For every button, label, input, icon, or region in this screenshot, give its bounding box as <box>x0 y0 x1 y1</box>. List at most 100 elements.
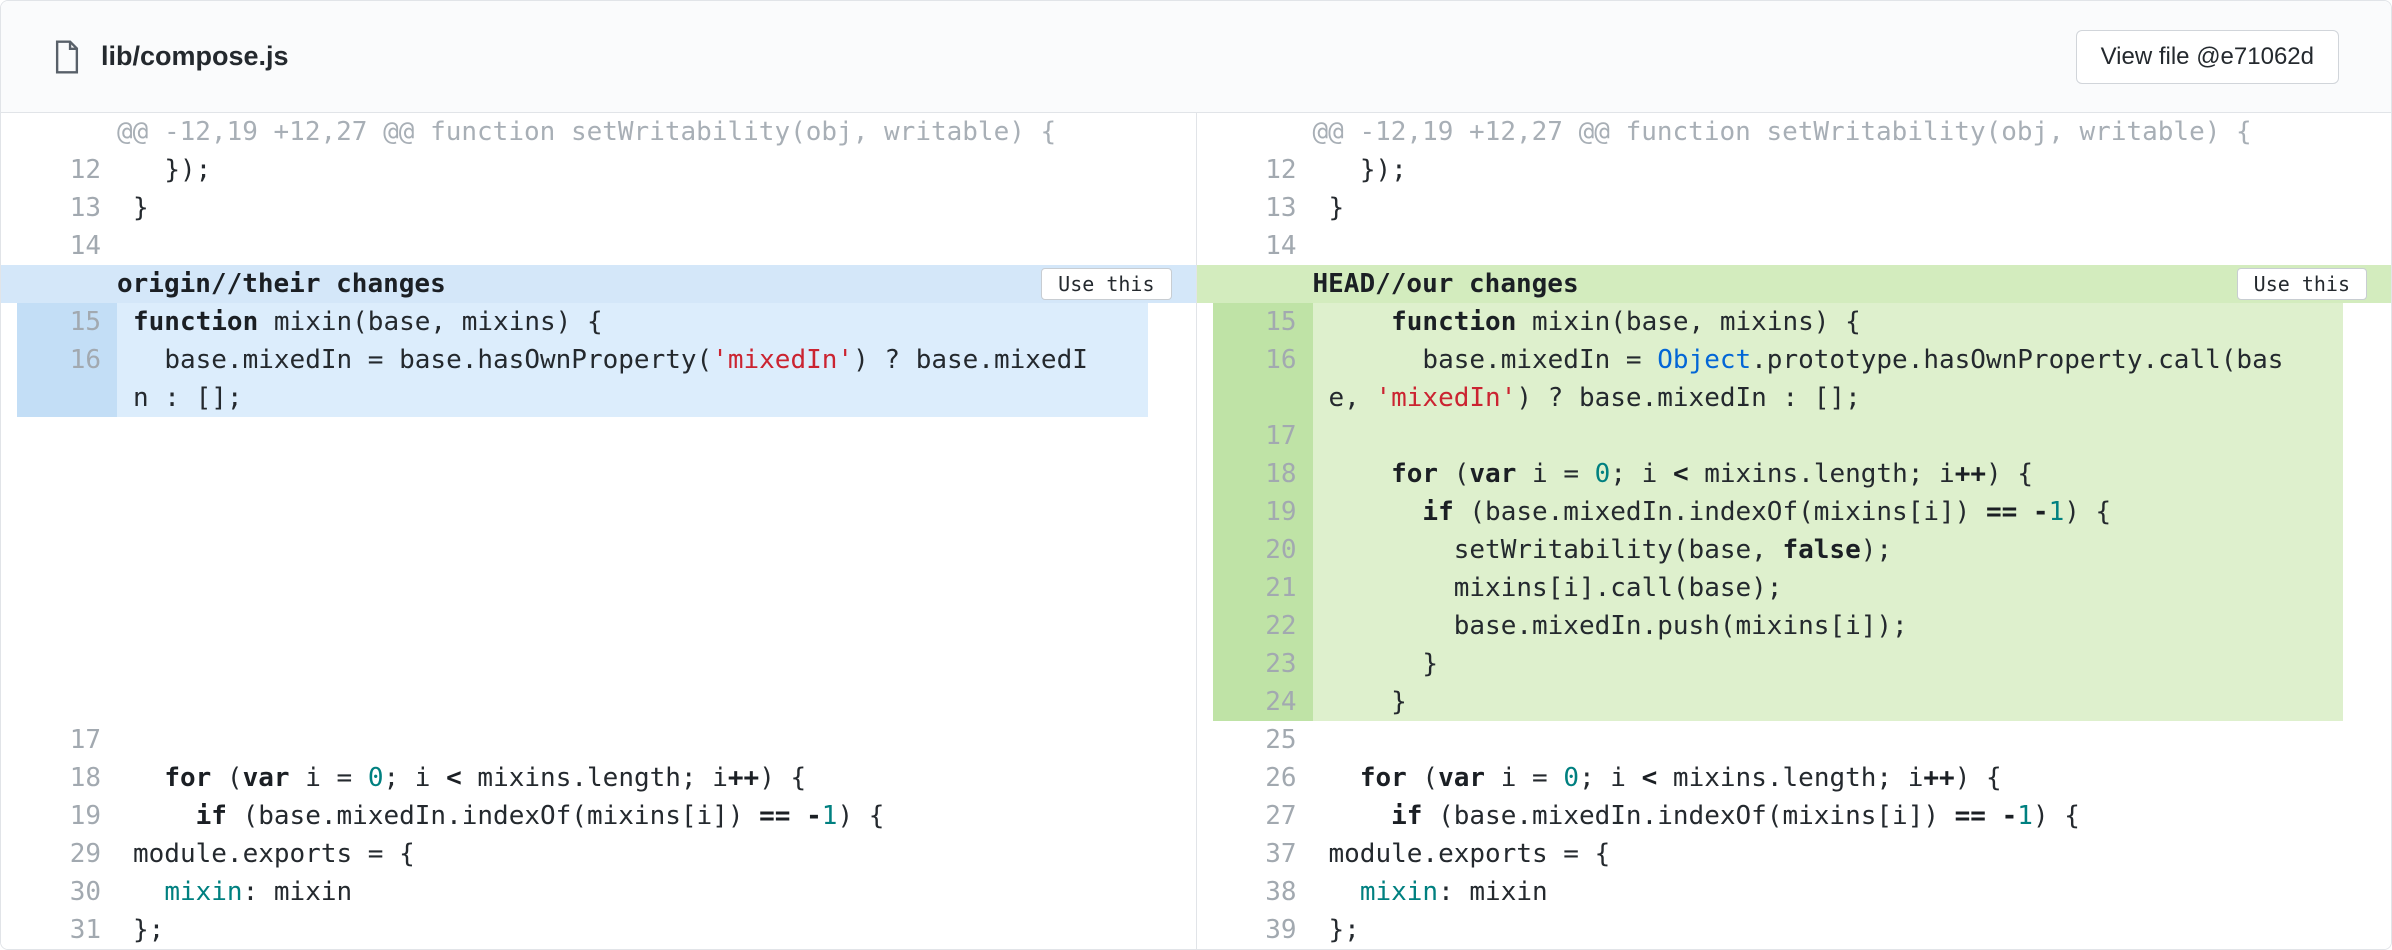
code-line: base.mixedIn.push(mixins[i]); <box>1312 607 2343 645</box>
line-number: 30 <box>69 877 101 907</box>
code-row: 12 }); <box>1 151 1196 189</box>
code-line <box>1313 721 2344 759</box>
code-line: if (base.mixedIn.indexOf(mixins[i]) == -… <box>1312 493 2343 531</box>
code-row: 16 base.mixedIn = Object.prototype.hasOw… <box>1197 341 2392 417</box>
code-line: base.mixedIn = base.hasOwnProperty('mixe… <box>117 341 1148 417</box>
code-line: } <box>1328 193 1345 223</box>
code-row: 31}; <box>1 911 1196 949</box>
line-number: 15 <box>17 303 117 341</box>
file-header: lib/compose.js View file @e71062d <box>1 1 2391 113</box>
code-line: } <box>1312 645 2343 683</box>
line-number: 14 <box>69 231 101 261</box>
code-row: 13} <box>1 189 1196 227</box>
alignment-spacer <box>1 417 1196 721</box>
line-number: 21 <box>1212 569 1313 607</box>
code-row: 21 mixins[i].call(base); <box>1197 569 2392 607</box>
code-row: 18 for (var i = 0; i < mixins.length; i+… <box>1 759 1196 797</box>
code-row: 14 <box>1 227 1196 265</box>
file-name: lib/compose.js <box>101 41 289 71</box>
code-row: 13} <box>1197 189 2392 227</box>
code-line: module.exports = { <box>133 839 415 869</box>
code-line: mixin: mixin <box>164 877 353 907</box>
conflict-banner: origin//their changes Use this <box>1 265 1196 303</box>
use-this-button[interactable]: Use this <box>1041 268 1172 300</box>
pane-their-changes: @@ -12,19 +12,27 @@ function setWritabil… <box>1 113 1197 949</box>
line-number: 12 <box>1265 155 1297 185</box>
file-icon <box>53 40 81 74</box>
line-number: 38 <box>1265 877 1297 907</box>
hunk-header-row: @@ -12,19 +12,27 @@ function setWritabil… <box>1197 113 2392 151</box>
code-line <box>1313 227 2344 265</box>
code-line: }); <box>1328 155 1407 185</box>
code-line: setWritability(base, false); <box>1312 531 2343 569</box>
code-line: function mixin(base, mixins) { <box>117 303 1148 341</box>
line-number: 20 <box>1212 531 1313 569</box>
hunk-text: @@ -12,19 +12,27 @@ function setWritabil… <box>117 117 1057 147</box>
line-number: 18 <box>1212 455 1313 493</box>
line-number <box>1 265 101 303</box>
line-number: 19 <box>69 801 101 831</box>
line-number: 37 <box>1265 839 1297 869</box>
code-line: if (base.mixedIn.indexOf(mixins[i]) == -… <box>1391 801 2080 831</box>
line-number: 26 <box>1265 763 1297 793</box>
line-number: 39 <box>1265 915 1297 945</box>
conflict-label: origin//their changes <box>117 269 446 299</box>
line-number: 25 <box>1265 725 1297 755</box>
line-number: 15 <box>1212 303 1313 341</box>
split-diff: @@ -12,19 +12,27 @@ function setWritabil… <box>1 113 2391 949</box>
use-this-button[interactable]: Use this <box>2236 268 2367 300</box>
pane-our-changes: @@ -12,19 +12,27 @@ function setWritabil… <box>1196 113 2392 949</box>
line-number: 23 <box>1212 645 1313 683</box>
code-line: mixins[i].call(base); <box>1312 569 2343 607</box>
code-line: } <box>133 193 149 223</box>
line-number: 13 <box>69 193 101 223</box>
code-row: 19 if (base.mixedIn.indexOf(mixins[i]) =… <box>1 797 1196 835</box>
line-number: 17 <box>1212 417 1313 455</box>
code-line <box>1312 417 2343 455</box>
code-row: 20 setWritability(base, false); <box>1197 531 2392 569</box>
code-row: 17 <box>1 721 1196 759</box>
code-line: }; <box>133 915 165 945</box>
line-number <box>1197 113 1297 151</box>
code-line: function mixin(base, mixins) { <box>1312 303 2343 341</box>
line-number: 22 <box>1212 607 1313 645</box>
line-number: 27 <box>1265 801 1297 831</box>
line-number: 13 <box>1265 193 1297 223</box>
code-line: for (var i = 0; i < mixins.length; i++) … <box>1312 455 2343 493</box>
code-row: 18 for (var i = 0; i < mixins.length; i+… <box>1197 455 2392 493</box>
code-row: 38 mixin: mixin <box>1197 873 2392 911</box>
code-line: for (var i = 0; i < mixins.length; i++) … <box>164 763 807 793</box>
line-number: 14 <box>1265 231 1297 261</box>
line-number <box>1 113 101 151</box>
line-number: 29 <box>69 839 101 869</box>
line-number: 17 <box>69 725 101 755</box>
code-row: 14 <box>1197 227 2392 265</box>
conflict-label: HEAD//our changes <box>1312 269 1579 299</box>
code-row: 26 for (var i = 0; i < mixins.length; i+… <box>1197 759 2392 797</box>
line-number: 16 <box>17 341 117 417</box>
view-file-button[interactable]: View file @e71062d <box>2075 29 2339 84</box>
code-row: 29 module.exports = { <box>1 835 1196 873</box>
line-number <box>1197 265 1297 303</box>
code-row: 17 <box>1197 417 2392 455</box>
code-line: }); <box>133 155 212 185</box>
code-row: 23 } <box>1197 645 2392 683</box>
code-row: 15 function mixin(base, mixins) { <box>1197 303 2392 341</box>
code-line: } <box>1312 683 2343 721</box>
code-row: 16 base.mixedIn = base.hasOwnProperty('m… <box>1 341 1196 417</box>
code-row: 27 if (base.mixedIn.indexOf(mixins[i]) =… <box>1197 797 2392 835</box>
code-line: }; <box>1328 915 1360 945</box>
line-number: 24 <box>1212 683 1313 721</box>
code-row: 25 <box>1197 721 2392 759</box>
code-row: 39}; <box>1197 911 2392 949</box>
line-number: 31 <box>69 915 101 945</box>
code-row: 19 if (base.mixedIn.indexOf(mixins[i]) =… <box>1197 493 2392 531</box>
hunk-text: @@ -12,19 +12,27 @@ function setWritabil… <box>1312 117 2252 147</box>
line-number: 19 <box>1212 493 1313 531</box>
hunk-header-row: @@ -12,19 +12,27 @@ function setWritabil… <box>1 113 1196 151</box>
conflict-banner: HEAD//our changes Use this <box>1196 265 2391 303</box>
code-line: mixin: mixin <box>1359 877 1548 907</box>
code-row: 30 mixin: mixin <box>1 873 1196 911</box>
